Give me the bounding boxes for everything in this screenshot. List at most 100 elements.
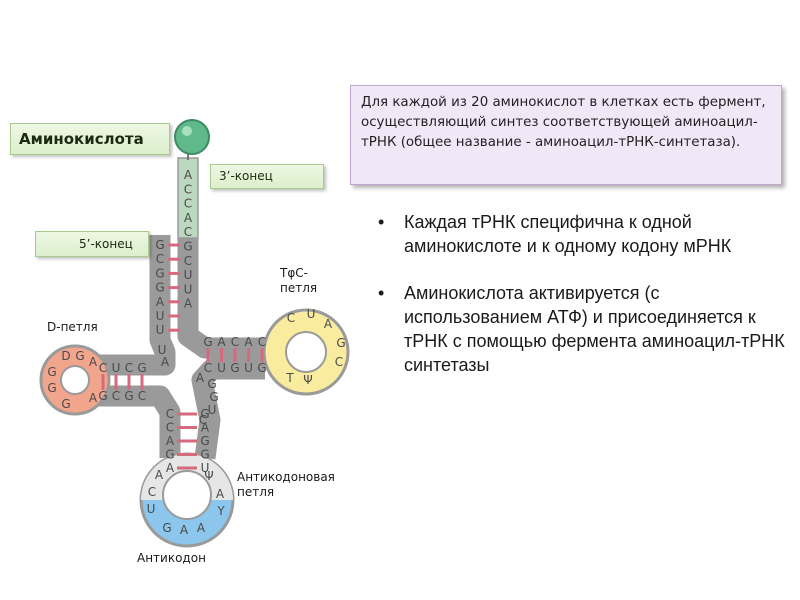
tstem-base: C bbox=[231, 335, 239, 349]
acceptor-5-base: A bbox=[156, 295, 165, 309]
d-loop-base: D bbox=[61, 349, 70, 363]
bullet-text: Каждая тРНК специфична к одной аминокисл… bbox=[404, 212, 732, 256]
acceptor-3-base: C bbox=[184, 182, 192, 196]
anticodon-loop-base: U bbox=[147, 502, 156, 516]
t-loop-base: G bbox=[336, 336, 345, 350]
anticodon-stem-base: G bbox=[165, 448, 174, 462]
d-loop-base: G bbox=[47, 365, 56, 379]
t-loop-base: Ψ bbox=[303, 373, 312, 387]
anticodon-loop-label: Антикодоновая петля bbox=[237, 470, 335, 499]
d-stem-base: C bbox=[138, 389, 146, 403]
t-loop-base: C bbox=[287, 311, 295, 325]
amino-acid-highlight bbox=[182, 126, 192, 136]
d-stem-base: U bbox=[112, 361, 121, 375]
variable-loop-base: U bbox=[208, 403, 217, 417]
d-stem-base: C bbox=[125, 361, 133, 375]
variable-loop-base: G bbox=[207, 377, 216, 391]
anticodon-loop-base: C bbox=[148, 485, 156, 499]
anticodon-loop-base: A bbox=[216, 487, 225, 501]
anticodon-stem-base: G bbox=[200, 407, 209, 421]
variable-loop-base: A bbox=[196, 371, 205, 385]
anticodon-stem-base: U bbox=[201, 461, 210, 475]
acceptor-5-base: U bbox=[156, 323, 165, 337]
bullet-symbol: • bbox=[378, 283, 385, 303]
t-loop-base: A bbox=[324, 317, 333, 331]
t-loop-hole bbox=[285, 331, 327, 373]
amino-acid-label: Аминокислота bbox=[10, 123, 170, 155]
anticodon-loop-base: A bbox=[155, 468, 164, 482]
bullet-text: Аминокислота активируется (с использован… bbox=[404, 283, 785, 375]
d-loop-base: A bbox=[89, 391, 98, 405]
acceptor-5-base: C bbox=[156, 252, 164, 266]
anticodon-base: A bbox=[180, 523, 189, 537]
anticodon-stem-base: C bbox=[166, 407, 174, 421]
d-stem-base: G bbox=[124, 389, 133, 403]
d-loop-base: G bbox=[61, 397, 70, 411]
three-prime-end-label: 3’-конец bbox=[210, 164, 324, 189]
acceptor-3-base: A bbox=[184, 211, 193, 225]
five-prime-end-label: 5’-конец bbox=[35, 231, 149, 257]
t-loop-base: U bbox=[307, 307, 316, 321]
info-box: Для каждой из 20 аминокислот в клетках е… bbox=[350, 85, 782, 185]
tstem-base: A bbox=[244, 335, 253, 349]
variable-loop-base: G bbox=[209, 390, 218, 404]
anticodon-loop-base: Ψ bbox=[204, 469, 213, 483]
anticodon-base: A bbox=[197, 521, 206, 535]
acceptor-5-base: G bbox=[155, 238, 164, 252]
amino-acid-ball bbox=[174, 119, 210, 155]
acceptor-3-base: A bbox=[184, 168, 193, 182]
tstem-base: U bbox=[217, 361, 226, 375]
anticodon-stem-base: C bbox=[166, 421, 174, 435]
d-loop-base: G bbox=[75, 349, 84, 363]
anticodon-loop-hole bbox=[162, 470, 212, 520]
tstem-base: G bbox=[203, 335, 212, 349]
acceptor-3-base: G bbox=[183, 240, 192, 254]
acceptor-3-base: A bbox=[184, 297, 193, 311]
anticodon-label: Антикодон bbox=[137, 551, 206, 565]
acceptor-3-base: U bbox=[184, 268, 193, 282]
junction-base: A bbox=[161, 355, 170, 369]
anticodon-stem-base: A bbox=[166, 434, 175, 448]
d-loop-base: G bbox=[47, 381, 56, 395]
tstem-base: U bbox=[244, 361, 253, 375]
tstem-base: G bbox=[230, 361, 239, 375]
t-loop-base: C bbox=[335, 355, 343, 369]
tstem-base: C bbox=[204, 361, 212, 375]
acceptor-5-base: G bbox=[155, 281, 164, 295]
tstem-base: C bbox=[258, 335, 266, 349]
bullet-item: • Аминокислота активируется (с использова… bbox=[378, 281, 788, 377]
trna-backbone bbox=[39, 119, 350, 548]
acceptor-3-base: C bbox=[184, 254, 192, 268]
d-loop-hole bbox=[60, 365, 90, 395]
d-arm-bottom-strand bbox=[97, 385, 181, 458]
acceptor-3-base: C bbox=[184, 225, 192, 239]
bullet-item: •Каждая тРНК специфична к одной аминокис… bbox=[378, 210, 788, 258]
anticodon-stem-base: G bbox=[200, 434, 209, 448]
acceptor-3-base: U bbox=[184, 282, 193, 296]
acceptor-5-base: G bbox=[155, 266, 164, 280]
t-loop-label: TφC- петля bbox=[280, 266, 318, 295]
d-stem-base: G bbox=[98, 389, 107, 403]
bullet-list: • Каждая тРНК специфична к одной аминокис… bbox=[378, 210, 788, 400]
anticodon-base: G bbox=[162, 521, 171, 535]
anticodon-stem-base: G bbox=[200, 448, 209, 462]
t-loop-base: T bbox=[285, 371, 294, 385]
variable-loop-base: C bbox=[199, 413, 207, 427]
anticodon-loop-base: Y bbox=[216, 504, 225, 518]
d-stem-base: C bbox=[99, 361, 107, 375]
acceptor-3-base: C bbox=[184, 197, 192, 211]
tstem-base: A bbox=[217, 335, 226, 349]
anticodon-stem-base: A bbox=[201, 421, 210, 435]
tstem-base: G bbox=[257, 361, 266, 375]
d-loop-label: D-петля bbox=[47, 320, 98, 334]
junction-base: U bbox=[158, 343, 167, 357]
t-arm-bottom-strand bbox=[191, 358, 265, 460]
acceptor-left-strand bbox=[97, 235, 176, 376]
base-pairs bbox=[101, 243, 264, 470]
acceptor-5-base: U bbox=[156, 309, 165, 323]
anticodon-stem-base: A bbox=[166, 461, 175, 475]
d-loop-base: A bbox=[89, 355, 98, 369]
d-stem-base: C bbox=[112, 389, 120, 403]
